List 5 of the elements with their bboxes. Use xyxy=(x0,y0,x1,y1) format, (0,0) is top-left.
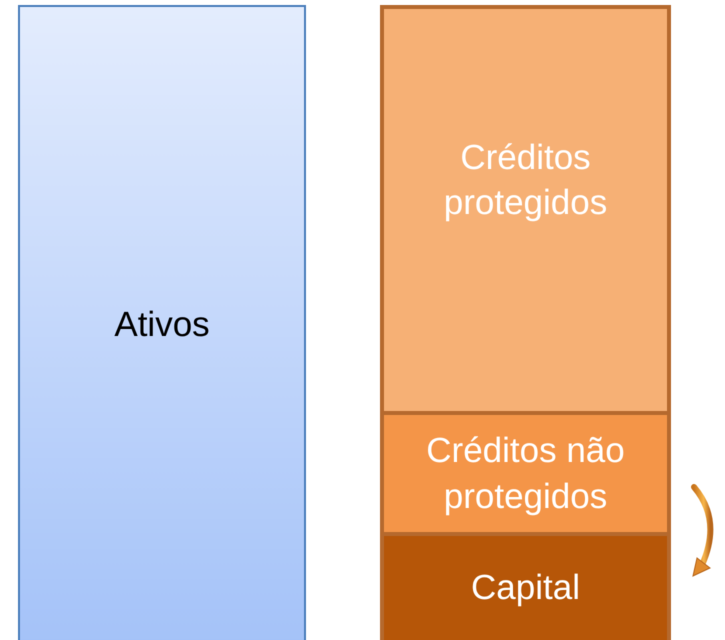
block-label: Créditos protegidos xyxy=(442,136,608,224)
block-label: Créditos não protegidos xyxy=(425,430,626,518)
asset-column xyxy=(18,5,306,640)
block-label: Ativos xyxy=(114,304,210,346)
block-label: Capital xyxy=(471,567,580,610)
